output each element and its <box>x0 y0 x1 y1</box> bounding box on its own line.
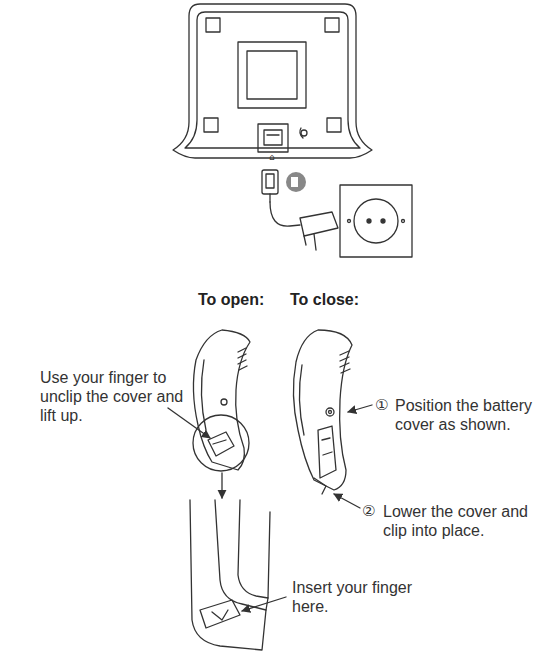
instruction-text: Use your finger to unclip the cover and … <box>40 368 190 425</box>
base-unit: ⌂ <box>173 4 372 162</box>
instruction-text: Position the battery cover as shown. <box>395 396 547 434</box>
instruction-text: Insert your finger here. <box>292 578 422 616</box>
heading: To open: <box>198 290 288 309</box>
heading: To close: <box>290 290 390 309</box>
wall-socket <box>340 185 412 257</box>
handset-close <box>293 330 352 494</box>
handset-open <box>193 330 250 471</box>
instruction-text: Lower the cover and clip into place. <box>383 502 548 540</box>
svg-text:⌂: ⌂ <box>269 152 275 162</box>
callout-number: ② <box>362 502 382 521</box>
power-adapter <box>262 170 338 250</box>
battery-cover <box>190 500 270 650</box>
callout-number: ① <box>375 396 395 415</box>
